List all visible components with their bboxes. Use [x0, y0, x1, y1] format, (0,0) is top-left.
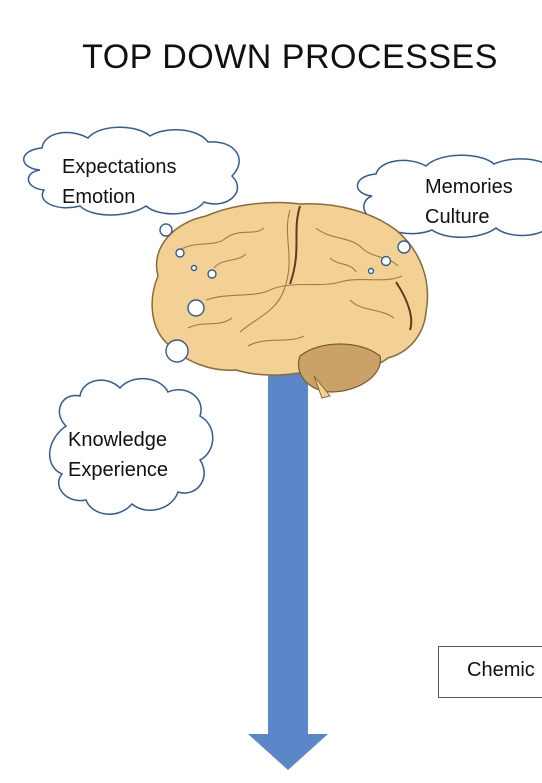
cloud-label-experience: Experience	[68, 459, 169, 481]
cloud-label-emotion: Emotion	[62, 186, 136, 208]
cloud-top-left	[23, 126, 240, 216]
brain-icon	[151, 201, 429, 399]
cloud-label-knowledge: Knowledge	[68, 429, 167, 451]
cloud-left	[48, 377, 214, 515]
cloud-top-left-text: Expectations Emotion	[62, 152, 177, 212]
thought-bubbles	[159, 223, 411, 363]
cloud-label-expectations: Expectations	[62, 156, 177, 178]
chemical-box-label: Chemic	[467, 659, 535, 681]
page-title: TOP DOWN PROCESSES	[82, 38, 498, 76]
chemical-box: Chemic	[438, 646, 542, 698]
cloud-left-text: Knowledge Experience	[68, 425, 168, 485]
down-arrow	[248, 350, 328, 770]
cloud-top-right-text: Memories Culture	[425, 172, 513, 232]
cloud-label-memories: Memories	[425, 176, 513, 198]
cloud-label-culture: Culture	[425, 206, 490, 228]
